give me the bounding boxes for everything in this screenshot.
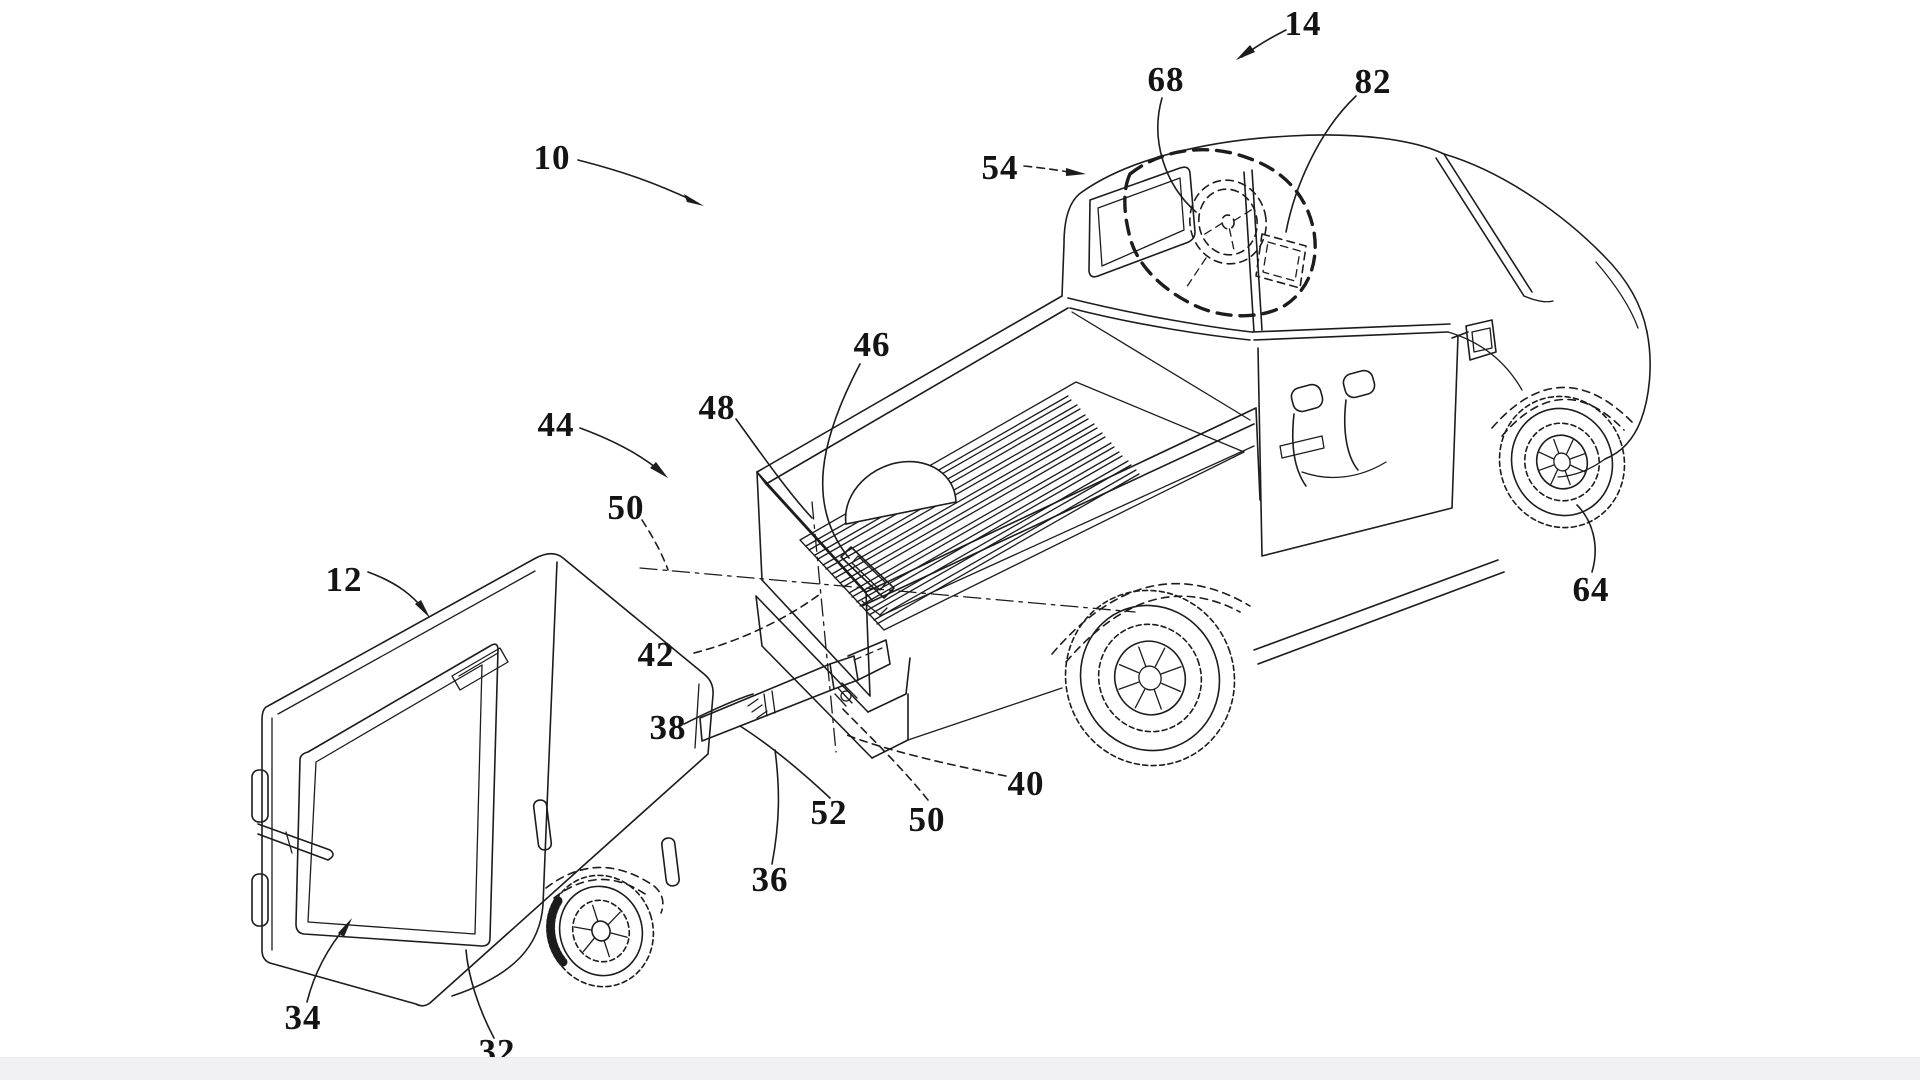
ref-label-34: 34 bbox=[285, 998, 322, 1038]
rear-bumper bbox=[756, 596, 1062, 758]
trailer-tongue-drawbar bbox=[700, 664, 834, 741]
truck-rear-wheel bbox=[1037, 563, 1263, 794]
cab-rear-window bbox=[1089, 167, 1195, 277]
ref-label-82: 82 bbox=[1355, 62, 1392, 102]
ref-label-64: 64 bbox=[1573, 570, 1610, 610]
ref-label-38: 38 bbox=[650, 708, 687, 748]
ref-label-44: 44 bbox=[538, 405, 575, 445]
ref-label-42: 42 bbox=[638, 635, 675, 675]
ref-label-10: 10 bbox=[534, 138, 571, 178]
ref-label-40: 40 bbox=[1008, 764, 1045, 804]
ref-label-48: 48 bbox=[699, 388, 736, 428]
ref-label-12: 12 bbox=[326, 560, 363, 600]
leader-arrowheads bbox=[338, 45, 1255, 937]
ref-label-52: 52 bbox=[811, 793, 848, 833]
hood bbox=[1444, 154, 1647, 390]
bed-wheel-hump bbox=[846, 462, 956, 524]
viewer-bottom-bar bbox=[0, 1057, 1920, 1080]
ref-label-50b: 50 bbox=[909, 800, 946, 840]
ref-label-14: 14 bbox=[1285, 4, 1322, 44]
ref-label-50a: 50 bbox=[608, 488, 645, 528]
seats bbox=[1289, 369, 1386, 486]
ref-label-68: 68 bbox=[1148, 60, 1185, 100]
ref-label-36: 36 bbox=[752, 860, 789, 900]
ref-label-46: 46 bbox=[854, 325, 891, 365]
steering-wheel bbox=[1182, 173, 1274, 288]
ref-label-54: 54 bbox=[982, 148, 1019, 188]
hitch-axis-lines bbox=[640, 502, 1135, 752]
truck-door bbox=[1258, 336, 1458, 556]
display-screen-phantom bbox=[1256, 234, 1306, 288]
truck-front-wheel bbox=[1477, 375, 1646, 549]
hitch-ball-coupler bbox=[830, 640, 890, 706]
dashboard-phantom-outline bbox=[1125, 150, 1315, 316]
